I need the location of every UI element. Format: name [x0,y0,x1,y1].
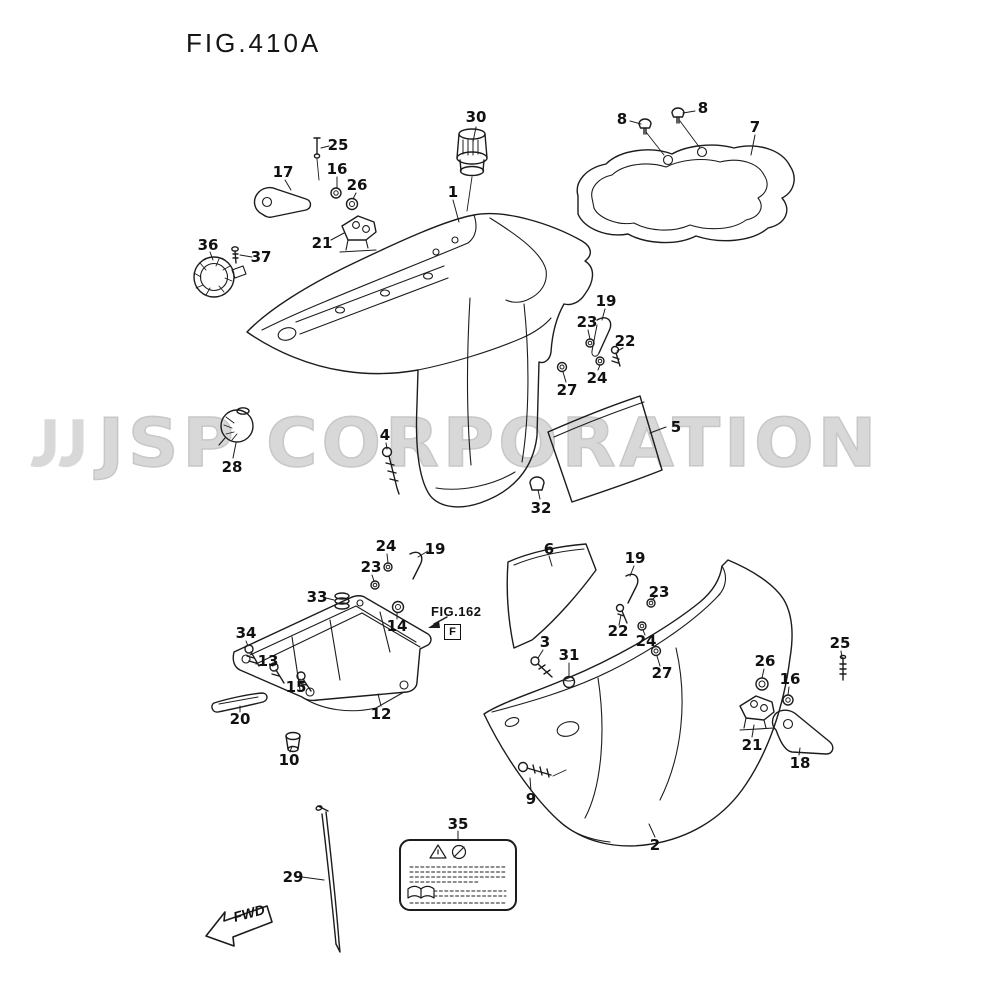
part-27-nut-b [650,645,662,657]
part-27-nut-a [556,361,568,373]
part-29-rod [315,805,341,953]
figure-reference: FIG.162 F [431,603,481,640]
part-32-cap [529,476,545,491]
part-24-washer-b [383,562,393,572]
part-26-grommet-top [345,197,359,211]
part-33-grommet [334,592,350,610]
part-23-washer-b [370,580,380,590]
part-21-bracket-top [339,215,377,253]
part-12-bracket [232,595,432,712]
part-16-nut-b [782,694,794,706]
part-34-bolt [244,644,260,667]
part-18-lever [771,709,834,755]
part-23-washer-c [646,598,656,608]
part-10-cap [285,731,301,753]
part-23-washer-a [585,338,595,348]
part-37-screw [231,246,239,264]
part-1-side-cover-upper [246,212,594,508]
leader-lines [209,110,843,881]
part-24-washer-c [637,621,647,631]
part-2-side-cover-lower [483,559,793,847]
figure-reference-box: F [444,624,461,640]
part-3-bolt [530,656,553,678]
part-22-screw-a [610,345,621,367]
part-24-washer-a [595,356,605,366]
part-4-bolt [381,446,400,495]
part-9-bolt [517,761,567,778]
part-35-warning-plate [399,839,517,911]
figure-title: FIG.410A [186,28,322,58]
part-7-gasket [576,144,795,244]
arrow-left-icon [428,616,448,628]
part-30-cap [456,128,488,212]
part-25-pin-b [839,654,847,681]
part-16-nut-top [330,187,342,199]
part-8-screws [638,107,701,156]
manual-book-icon [407,885,435,899]
part-6-panel [506,543,597,649]
part-28-knob [218,407,254,446]
part-26-grommet-b [755,677,769,691]
part-36-grommet [193,256,247,298]
part-25-pin-top [313,137,321,181]
part-21-bracket-b [739,695,775,731]
part-17-lever [253,186,312,218]
part-22-screw-b [615,603,628,624]
figure-reference-text: FIG.162 [431,604,482,619]
fwd-arrow-icon [205,905,273,947]
part-20-strip [211,692,268,713]
part-19-hook-c [625,573,639,604]
part-19-hook-a [591,317,612,357]
part-14-ring [391,600,405,614]
part-13-bolt [269,662,285,684]
prohibition-icon [451,844,467,860]
warning-triangle-icon [429,844,447,859]
part-15-bolt [296,671,312,692]
part-5-panel [547,395,663,503]
